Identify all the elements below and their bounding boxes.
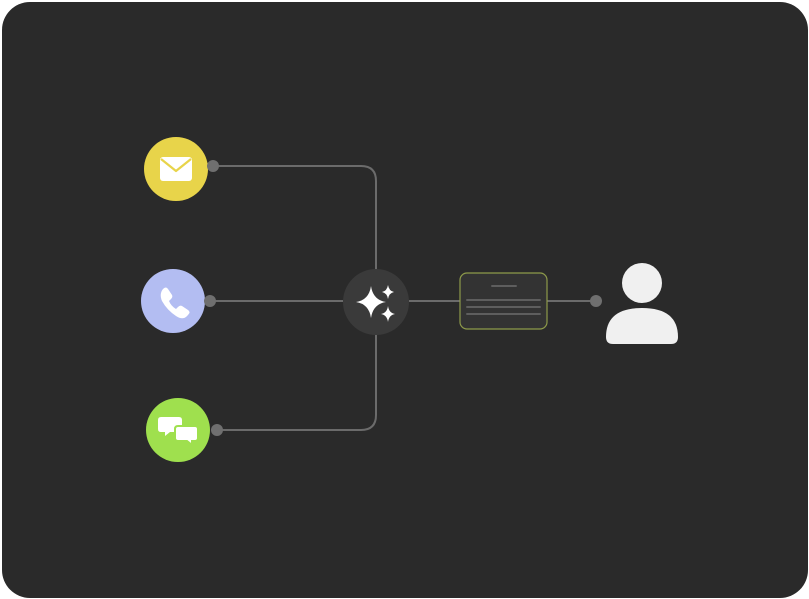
document-card bbox=[459, 272, 548, 330]
sparkles-icon bbox=[356, 285, 395, 322]
user-port bbox=[590, 295, 602, 307]
chat-bubbles-icon bbox=[158, 417, 199, 448]
hub-node bbox=[343, 269, 409, 335]
chat-port bbox=[211, 424, 223, 436]
email-port bbox=[207, 160, 219, 172]
connector-email-hub bbox=[213, 165, 377, 272]
chat-node bbox=[146, 398, 223, 462]
connector-chat-hub bbox=[217, 334, 377, 431]
phone-port bbox=[204, 295, 216, 307]
phone-icon bbox=[160, 287, 190, 319]
envelope-icon bbox=[160, 157, 192, 181]
email-node bbox=[144, 137, 219, 201]
phone-node bbox=[141, 269, 216, 333]
user-icon bbox=[606, 263, 678, 344]
connectors bbox=[210, 165, 596, 431]
document-card-icon bbox=[466, 285, 541, 315]
user-node bbox=[590, 263, 678, 344]
